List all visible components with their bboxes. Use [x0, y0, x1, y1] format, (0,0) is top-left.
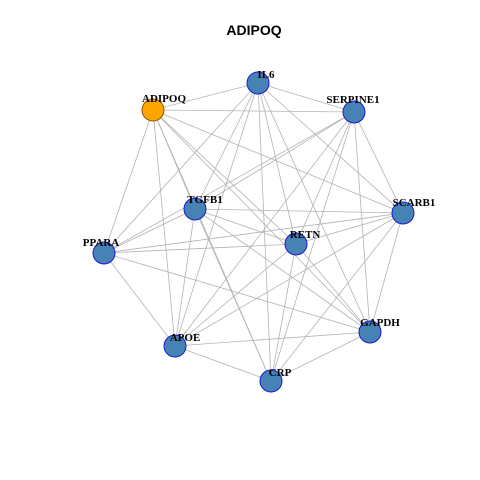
edge-scarb1-retn	[295, 212, 404, 245]
node-ppara	[92, 241, 116, 265]
edge-adipoq-serpine1	[152, 109, 355, 113]
node-label-adipoq: ADIPOQ	[142, 93, 186, 105]
edge-adipoq-retn	[152, 109, 297, 245]
node-adipoq	[141, 98, 165, 122]
node-scarb1	[391, 201, 415, 225]
edge-apoe-ppara	[103, 252, 176, 347]
edge-il6-serpine1	[257, 82, 355, 113]
node-label-gapdh: GAPDH	[360, 317, 400, 329]
edge-adipoq-tgfb1	[152, 109, 196, 210]
node-label-scarb1: SCARB1	[393, 197, 436, 209]
edge-adipoq-apoe	[152, 109, 176, 347]
edge-serpine1-apoe	[174, 111, 355, 347]
edge-adipoq-ppara	[103, 109, 154, 254]
edge-il6-apoe	[174, 82, 259, 347]
edge-serpine1-retn	[295, 111, 355, 245]
node-label-tgfb1: TGFB1	[187, 194, 222, 206]
edge-il6-scarb1	[257, 82, 404, 214]
node-label-apoe: APOE	[170, 332, 201, 344]
node-apoe	[163, 334, 187, 358]
edge-ppara-retn	[103, 243, 297, 254]
edge-serpine1-scarb1	[353, 111, 404, 214]
edge-gapdh-retn	[295, 243, 371, 333]
edge-serpine1-tgfb1	[194, 111, 355, 210]
edge-gapdh-ppara	[103, 252, 371, 333]
edge-apoe-tgfb1	[174, 208, 196, 347]
edge-ppara-tgfb1	[103, 208, 196, 254]
edge-il6-ppara	[103, 82, 259, 254]
node-serpine1	[342, 100, 366, 124]
edge-scarb1-ppara	[103, 212, 404, 254]
edge-adipoq-scarb1	[152, 109, 404, 214]
node-label-crp: CRP	[269, 367, 292, 379]
nodes-layer	[92, 71, 415, 393]
node-label-serpine1: SERPINE1	[326, 94, 379, 106]
edge-serpine1-crp	[270, 111, 355, 382]
edge-scarb1-gapdh	[369, 212, 404, 333]
edge-serpine1-gapdh	[353, 111, 371, 333]
node-tgfb1	[183, 197, 207, 221]
node-il6	[246, 71, 270, 95]
edge-adipoq-il6	[152, 82, 259, 111]
edge-il6-retn	[257, 82, 297, 245]
edge-scarb1-tgfb1	[194, 208, 404, 214]
edge-crp-retn	[270, 243, 297, 382]
edge-gapdh-tgfb1	[194, 208, 371, 333]
edge-crp-tgfb1	[194, 208, 272, 382]
edge-serpine1-ppara	[103, 111, 355, 254]
edge-il6-crp	[257, 82, 272, 382]
edges-layer	[103, 82, 404, 382]
edge-crp-apoe	[174, 345, 272, 382]
edge-gapdh-crp	[270, 331, 371, 382]
edge-adipoq-gapdh	[152, 109, 371, 333]
edge-scarb1-apoe	[174, 212, 404, 347]
node-label-il6: IL6	[257, 69, 275, 81]
edge-il6-gapdh	[257, 82, 371, 333]
node-label-ppara: PPARA	[83, 237, 120, 249]
node-gapdh	[358, 320, 382, 344]
edge-tgfb1-retn	[194, 208, 297, 245]
diagram-title: ADIPOQ	[226, 22, 281, 38]
node-label-retn: RETN	[290, 229, 321, 241]
node-retn	[284, 232, 308, 256]
edge-gapdh-apoe	[174, 331, 371, 347]
node-crp	[259, 369, 283, 393]
edge-il6-tgfb1	[194, 82, 259, 210]
edge-scarb1-crp	[270, 212, 404, 382]
edge-apoe-retn	[174, 243, 297, 347]
